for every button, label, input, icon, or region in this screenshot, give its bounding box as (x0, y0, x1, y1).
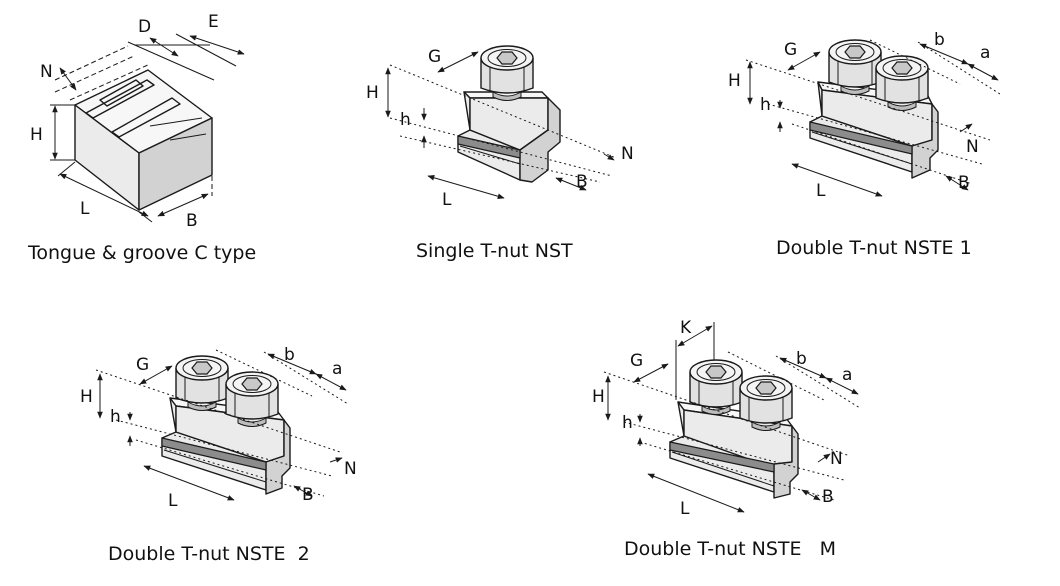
dim-label-h-lower: h (110, 407, 121, 427)
dim-label-l: L (80, 199, 90, 219)
dim-label-l: L (168, 491, 178, 511)
dim-label-a: a (332, 359, 342, 379)
dim-label-g: G (784, 40, 797, 60)
dim-label-b-small: b (934, 30, 945, 50)
dim-label-b: B (822, 487, 834, 507)
dim-label-h: H (30, 125, 43, 145)
figure-tongue-groove: D E N H L B (30, 12, 245, 231)
dim-label-a: a (980, 43, 990, 63)
caption-tongue-groove-c-type: Tongue & groove C type (28, 242, 257, 264)
dim-label-h-lower: h (760, 95, 771, 115)
caption-single-tnut-nst: Single T-nut NST (416, 240, 573, 262)
caption-double-tnut-nste-2: Double T-nut NSTE 2 (108, 543, 310, 565)
dim-label-e: E (208, 12, 219, 32)
dim-label-h-lower: h (400, 110, 411, 130)
dim-label-l: L (680, 499, 690, 519)
dim-label-g: G (428, 47, 441, 67)
figure-double-tnut-1: G H h b a N B L (728, 30, 1001, 201)
dim-label-b: B (576, 172, 588, 192)
dim-label-a: a (842, 365, 852, 385)
dim-label-n: N (344, 459, 357, 479)
dim-label-b-small: b (284, 345, 295, 365)
dim-label-b: B (186, 211, 198, 231)
dim-label-n: N (966, 137, 979, 157)
dim-label-b-small: b (796, 349, 807, 369)
dim-label-k: K (680, 318, 692, 338)
figure-double-tnut-2: G H h b a N B L (80, 345, 357, 511)
dim-label-h-upper: H (366, 83, 379, 103)
dim-label-n: N (621, 144, 634, 164)
dim-label-l: L (442, 190, 452, 210)
dim-label-n: N (830, 449, 843, 469)
dim-label-b: B (958, 173, 970, 193)
dim-label-g: G (630, 351, 643, 371)
caption-double-tnut-nste-1: Double T-nut NSTE 1 (776, 237, 972, 259)
figure-double-tnut-m: K G H h b a N B L (592, 318, 861, 519)
figure-single-tnut: G H h N B L (366, 45, 634, 210)
dim-label-h-upper: H (592, 387, 605, 407)
dim-label-h-upper: H (80, 387, 93, 407)
dim-label-g: G (136, 355, 149, 375)
dim-label-n: N (40, 62, 53, 82)
dim-label-d: D (138, 17, 151, 37)
dim-label-h-lower: h (622, 413, 633, 433)
dim-label-b: B (302, 485, 314, 505)
dim-label-l: L (816, 181, 826, 201)
caption-double-tnut-nste-m: Double T-nut NSTE M (624, 538, 837, 560)
dim-label-h-upper: H (728, 71, 741, 91)
